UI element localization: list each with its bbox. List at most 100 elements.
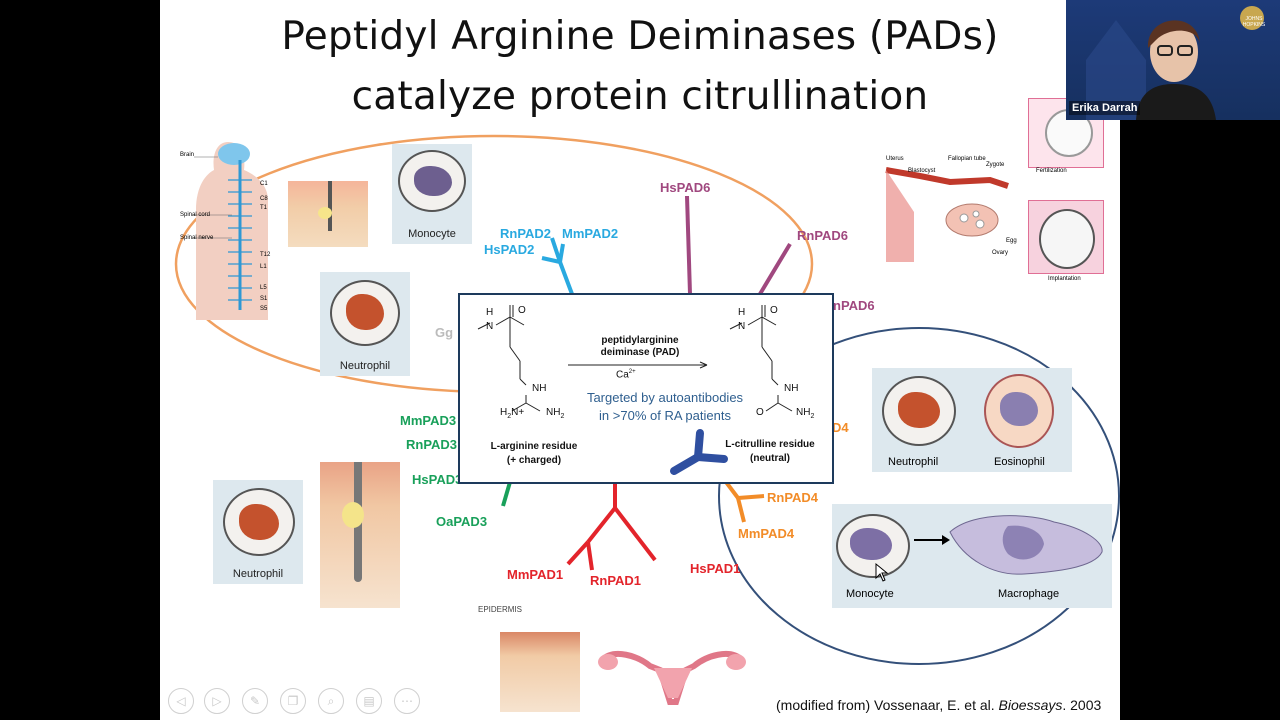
pen-tool-button[interactable]: ✎ <box>242 688 268 714</box>
label-uterus: Uterus <box>886 156 904 162</box>
reaction-nh-right: NH <box>784 383 799 394</box>
reaction-cofactor: Ca2+ <box>616 369 636 381</box>
reaction-nh-left: NH <box>532 383 547 394</box>
skin-hair-image-bottom <box>320 462 400 608</box>
label-mmpad1: MmPAD1 <box>507 567 564 582</box>
copy-button[interactable]: ❐ <box>280 688 306 714</box>
label-macrophage: Macrophage <box>998 588 1060 600</box>
reaction-h-left: H <box>486 307 494 318</box>
implantation-image <box>1028 200 1104 274</box>
tree-diagram <box>174 134 1120 665</box>
citation: (modified from) Vossenaar, E. et al. Bio… <box>776 697 1101 713</box>
citation-year: . 2003 <box>1062 697 1102 713</box>
label-rnpad2: RnPAD2 <box>500 226 552 241</box>
label-pad4-partial: D4 <box>832 420 849 435</box>
pad4-branch <box>724 480 765 523</box>
pad2-branch <box>541 237 574 295</box>
arginine-label-line1: L-arginine residue <box>490 441 578 452</box>
label-monocyte-right: Monocyte <box>846 588 894 600</box>
monocyte-card-top: Monocyte <box>392 144 472 244</box>
label-zygote: Zygote <box>986 162 1005 168</box>
citrulline-label-line1: L-citrulline residue <box>725 439 815 450</box>
reaction-box: H N O NH H2N+ NH2 peptidylarginine deimi… <box>458 293 834 484</box>
nervous-system-figure <box>176 140 276 325</box>
label-hspad3: HsPAD3 <box>412 472 463 487</box>
speaker-video: JOHNS HOPKINS Erika Darrah <box>1066 0 1280 120</box>
label-ovary: Ovary <box>992 250 1009 256</box>
label-gg: Gg <box>435 325 454 340</box>
slide-title-line1: Peptidyl Arginine Deiminases (PADs) <box>281 14 999 59</box>
label-rnpad3: RnPAD3 <box>406 437 458 452</box>
antibody-icon <box>670 429 728 475</box>
macrophage-image <box>949 515 1103 575</box>
mouse-cursor-icon <box>875 562 889 582</box>
citrulline-label-line2: (neutral) <box>750 453 790 464</box>
immune-cells-panel-bottom: Monocyte Macrophage <box>832 504 1112 608</box>
label-rnpad6: RnPAD6 <box>797 228 849 243</box>
label-t12: T12 <box>260 252 271 258</box>
label-l1: L1 <box>260 264 267 270</box>
slide-title-line2: catalyze protein citrullination <box>351 74 929 119</box>
label-implantation: Implantation <box>1048 276 1081 282</box>
label-s1: S1 <box>260 296 268 302</box>
label-neutrophil-top: Neutrophil <box>339 360 391 372</box>
reaction-o-right: O <box>770 305 778 316</box>
reaction-note: Targeted by autoantibodies in >70% of RA… <box>570 389 760 425</box>
label-neutrophil-bottom: Neutrophil <box>232 568 284 580</box>
citation-journal: Bioessays <box>998 697 1063 713</box>
reproductive-figure <box>880 152 1028 274</box>
label-mmpad2: MmPAD2 <box>562 226 619 241</box>
speaker-name: Erika Darrah <box>1069 101 1141 115</box>
label-blastocyst: Blastocyst <box>908 168 936 174</box>
reaction-h2n: H2N+ <box>500 407 525 420</box>
immune-cells-panel-top: Neutrophil Eosinophil <box>872 368 1072 472</box>
zoom-button[interactable]: ⌕ <box>318 688 344 714</box>
skin-hair-image-top <box>288 181 368 247</box>
pad6-branch <box>685 195 792 296</box>
label-rnpad1: RnPAD1 <box>590 573 642 588</box>
label-epidermis: EPIDERMIS <box>478 605 523 614</box>
label-mmpad3: MmPAD3 <box>400 413 457 428</box>
label-egg: Egg <box>1006 238 1017 244</box>
arginine-label-line2: (+ charged) <box>506 455 562 466</box>
label-monocyte-top: Monocyte <box>408 228 456 240</box>
label-c1: C1 <box>260 181 268 187</box>
speaker-figure <box>1086 20 1216 120</box>
label-hspad6: HsPAD6 <box>660 180 711 195</box>
neutrophil-card-bottom: Neutrophil <box>213 480 303 584</box>
label-spinal-nerve: Spinal nerve <box>180 235 214 241</box>
label-npad6: nPAD6 <box>833 298 875 313</box>
jh-logo-icon <box>1240 6 1264 30</box>
jh-brand-text: JOHNS HOPKINS <box>1242 16 1266 28</box>
immune-oval <box>718 327 1120 665</box>
more-options-button[interactable]: ⋯ <box>394 688 420 714</box>
uterus-image <box>598 650 746 705</box>
reaction-enzyme-line1: peptidylarginine <box>601 335 679 346</box>
reaction-structures <box>477 305 793 412</box>
label-l5: L5 <box>260 285 267 291</box>
prev-slide-button[interactable]: ◁ <box>168 688 194 714</box>
neutrophil-card-top: Neutrophil <box>320 272 410 376</box>
subtitles-button[interactable]: ▤ <box>356 688 382 714</box>
reaction-nh2-right: NH2 <box>796 407 815 420</box>
slide: Peptidyl Arginine Deiminases (PADs) cata… <box>160 0 1120 720</box>
label-oapad3: OaPAD3 <box>436 514 488 529</box>
label-mmpad4: MmPAD4 <box>738 526 795 541</box>
reaction-enzyme-line2: deiminase (PAD) <box>600 347 680 358</box>
label-rnpad4: RnPAD4 <box>767 490 819 505</box>
pad1-branch <box>566 482 657 571</box>
next-slide-button[interactable]: ▷ <box>204 688 230 714</box>
label-spinal-cord: Spinal cord <box>180 212 211 218</box>
reaction-n-left: N <box>486 321 494 332</box>
reaction-note-line2: in >70% of RA patients <box>599 408 731 423</box>
label-fertilization: Fertilization <box>1036 168 1067 174</box>
label-neutrophil-right: Neutrophil <box>888 456 939 468</box>
label-eosinophil: Eosinophil <box>994 456 1045 468</box>
epidermis-image <box>500 632 580 712</box>
label-s5: S5 <box>260 306 268 312</box>
label-t1: T1 <box>260 205 268 211</box>
reaction-nh2-left: NH2 <box>546 407 565 420</box>
reaction-o-left: O <box>518 305 526 316</box>
label-brain: Brain <box>180 152 195 158</box>
citation-text: (modified from) Vossenaar, E. et al. <box>776 697 999 713</box>
